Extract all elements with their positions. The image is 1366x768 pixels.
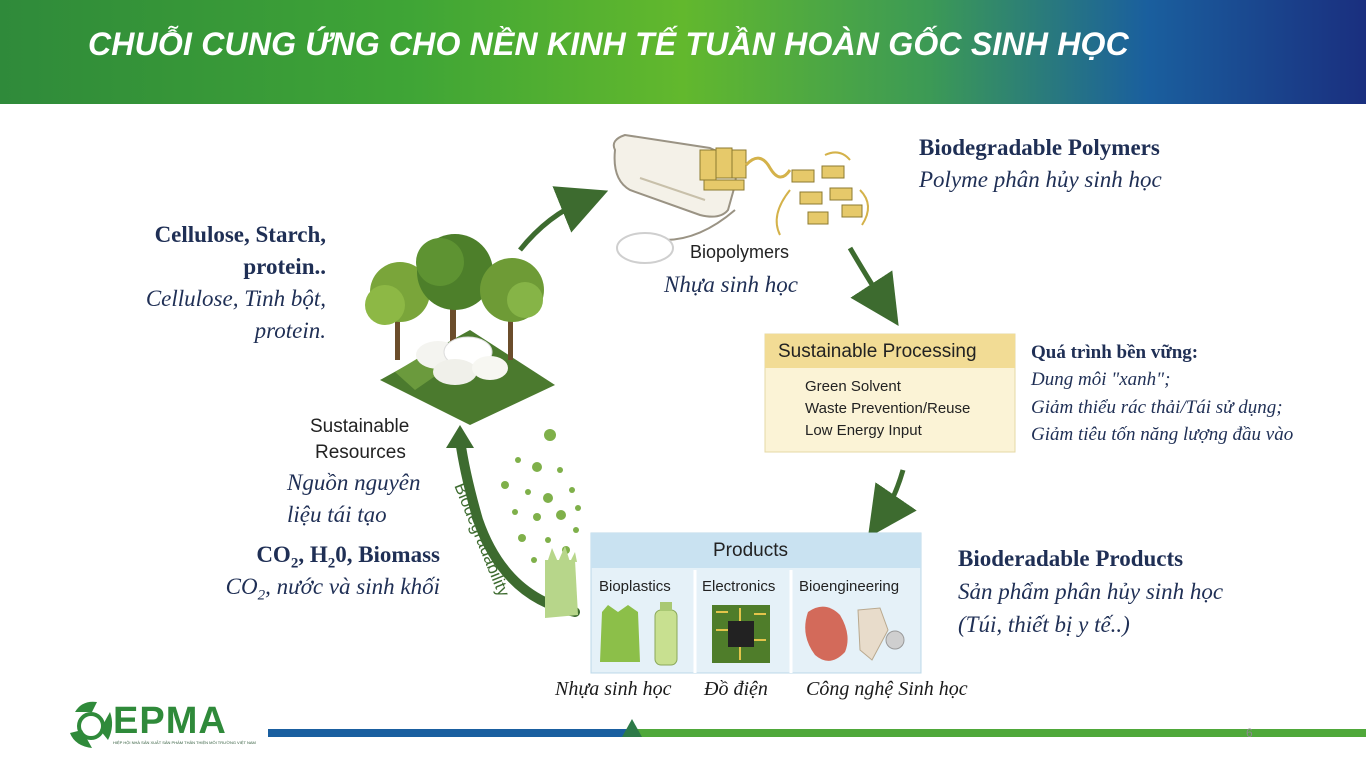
biopolymers-label: Biopolymers [690,242,790,262]
resources-en-line1: Cellulose, Starch, [154,222,326,247]
arrow-resources-to-polymers [518,186,609,252]
caption-bioplastics: Nhựa sinh học [555,678,672,700]
trees-illustration [365,234,555,425]
processing-vi-item: Dung môi "xanh"; [1031,369,1171,390]
arrow-polymers-to-processing [847,246,899,326]
products-title: Products [713,540,788,561]
biopolymers-vi-label: Nhựa sinh học [664,272,798,297]
logo-text: EPMA [113,700,227,742]
polymers-vi: Polyme phân hủy sinh học [919,167,1162,192]
arrow-biodegradability-head [446,425,474,448]
products-vi-line2: (Túi, thiết bị y tế..) [958,612,1130,637]
products-vi-line1: Sản phẩm phân hủy sinh học [958,579,1224,604]
processing-vi-item: Giảm tiêu tốn năng lượng đầu vào [1031,424,1294,445]
footer-rule-peak [622,719,642,737]
processing-box [764,333,1016,453]
title-banner: CHUỖI CUNG ỨNG CHO NỀN KINH TẾ TUẦN HOÀN… [0,0,1366,104]
biodegradation-particles [501,429,581,563]
products-box [590,532,922,674]
products-column-electronics: Electronics [702,578,776,595]
epma-logo-mark [70,701,113,748]
biomass-en: CO2, H20, Biomass [256,542,440,572]
caption-bioengineering: Công nghệ Sinh học [806,678,968,700]
products-en: Bioderadable Products [958,546,1184,571]
page-number: 6 [1246,726,1253,740]
resources-label-line2: Resources [315,442,406,463]
resources-en-line2: protein.. [243,254,326,279]
broken-fiber-illustration [545,546,578,618]
products-column-bioengineering: Bioengineering [799,578,900,595]
resources-vi-line2: protein. [254,318,326,343]
resources-vi-line1: Cellulose, Tinh bột, [145,286,326,311]
products-column-bioplastics: Bioplastics [599,578,671,595]
logo-tagline: HIỆP HỘI NHÀ SẢN XUẤT SẢN PHẨM THÂN THIỆ… [113,740,256,745]
resources-label-line1: Sustainable [310,416,410,437]
resources-vi-label-line1: Nguồn nguyên [287,470,421,495]
processing-title: Sustainable Processing [778,341,977,362]
caption-electronics: Đồ điện [704,678,768,700]
processing-item: Waste Prevention/Reuse [805,400,971,417]
biopolymers-illustration [612,133,869,264]
resources-vi-label-line2: liệu tái tạo [287,502,387,527]
processing-item: Low Energy Input [805,422,922,439]
processing-vi-item: Giảm thiểu rác thải/Tái sử dụng; [1031,397,1283,418]
page-title: CHUỖI CUNG ỨNG CHO NỀN KINH TẾ TUẦN HOÀN… [88,26,1129,62]
polymers-en: Biodegradable Polymers [919,135,1160,160]
processing-vi-title: Quá trình bền vững: [1031,342,1199,363]
processing-item: Green Solvent [805,378,901,395]
arrow-processing-to-products [867,469,917,538]
arrow-biodegradability [455,435,580,617]
biomass-vi: CO2, nước và sinh khối [225,574,440,604]
